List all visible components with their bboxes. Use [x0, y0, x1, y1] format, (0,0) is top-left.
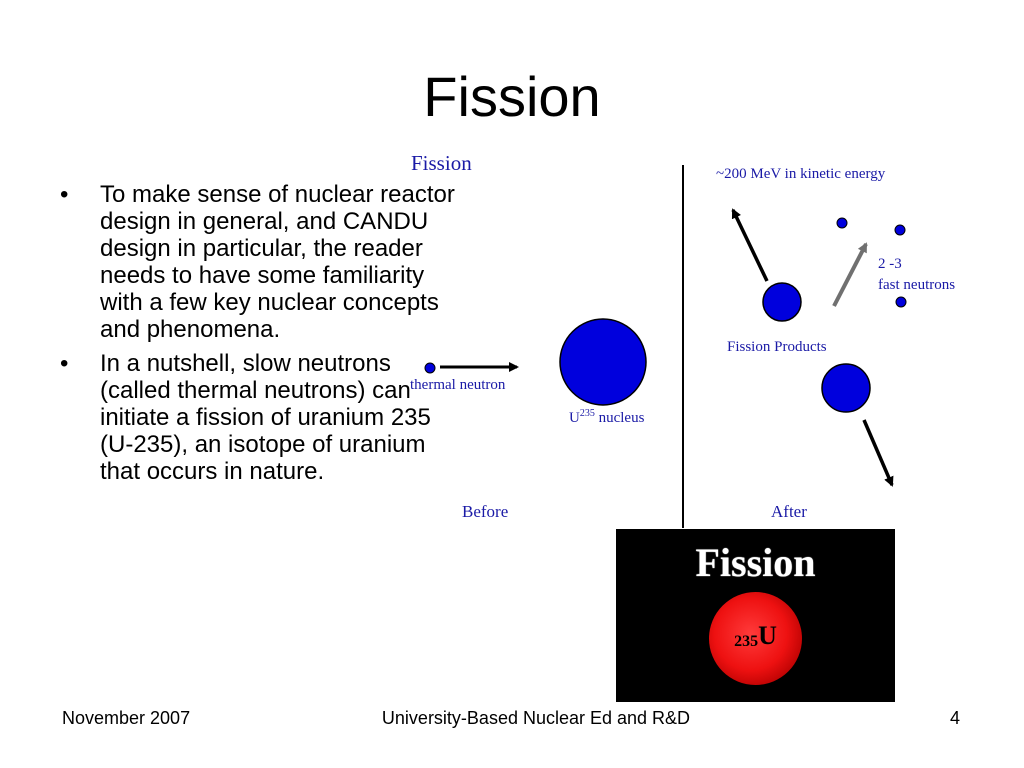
footer-date: November 2007: [62, 708, 191, 728]
bullet-text: In a nutshell, slow neutrons (called the…: [100, 350, 431, 485]
fast-neutron-dot: [836, 217, 848, 229]
before-label: Before: [462, 502, 508, 521]
bullet-item: • To make sense of nuclear reactor desig…: [60, 181, 455, 343]
neutron-count-label: 2 -3: [878, 256, 902, 272]
fast-neutron-dot: [895, 296, 907, 308]
slide-title: Fission: [423, 65, 601, 128]
diagram-title: Fission: [411, 151, 472, 175]
thermal-neutron-label: thermal neutron: [410, 377, 506, 393]
fast-neutron-dot: [894, 224, 906, 236]
product-arrow-upper: [731, 208, 769, 282]
fission-product-lower: [821, 363, 871, 413]
fast-neutrons-label: fast neutrons: [878, 277, 955, 293]
fast-neutron-arrow: [832, 242, 868, 307]
footer-title: University-Based Nuclear Ed and R&D: [381, 708, 691, 728]
bullet-text: To make sense of nuclear reactor design …: [100, 181, 455, 343]
after-label: After: [771, 502, 807, 521]
energy-label: ~200 MeV in kinetic energy: [716, 166, 886, 182]
thermal-neutron-dot: [424, 362, 436, 374]
fission-animation-image: Fission 235U: [616, 529, 895, 702]
u235-nucleus: [559, 318, 647, 406]
fission-products-label: Fission Products: [727, 339, 827, 355]
bullet-icon: •: [60, 181, 69, 208]
fission-product-upper: [762, 282, 802, 322]
u235-red-nucleus: 235U: [709, 592, 802, 685]
bullet-item: • In a nutshell, slow neutrons (called t…: [60, 350, 455, 485]
fission-image-title: Fission: [695, 540, 816, 585]
u235-red-label: 235U: [734, 621, 777, 650]
u235-nucleus-label: U235 nucleus: [569, 408, 645, 426]
footer-page-number: 4: [950, 708, 961, 728]
product-arrow-lower: [862, 419, 894, 487]
bullet-list: • To make sense of nuclear reactor desig…: [60, 181, 455, 492]
bullet-icon: •: [60, 350, 69, 377]
